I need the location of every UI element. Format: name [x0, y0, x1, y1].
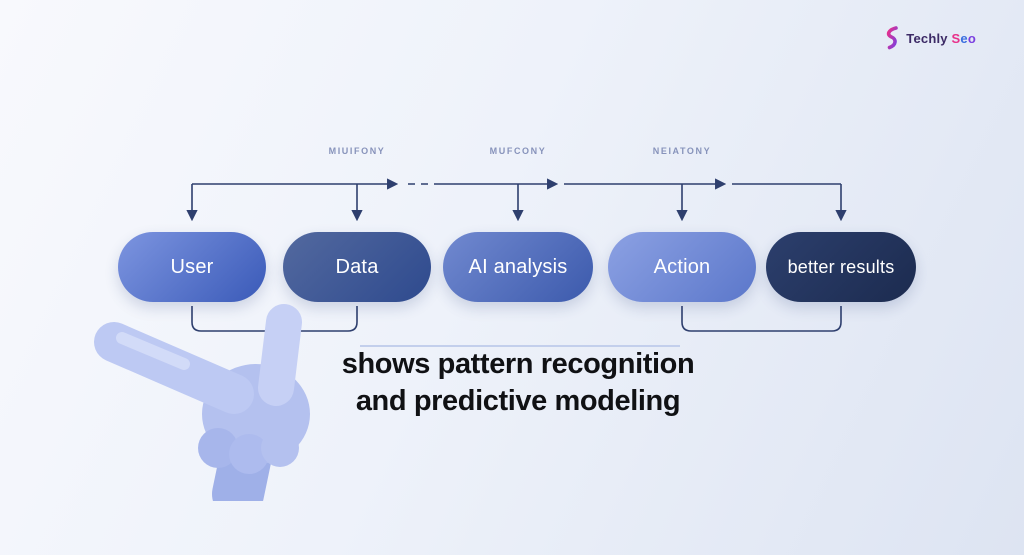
- caption-text: shows pattern recognition and predictive…: [342, 346, 695, 420]
- flow-pill-data-label: Data: [335, 255, 379, 278]
- logo-letter-o: o: [967, 30, 976, 46]
- logo-ribbon-icon: [887, 26, 899, 50]
- brand-logo: Techly Seo: [883, 26, 976, 50]
- arrow-label-2: MUFCONY: [489, 146, 547, 156]
- logo-letter-s: S: [951, 30, 961, 46]
- logo-brand-name: Techly: [906, 30, 948, 46]
- flow-pill-data: Data: [283, 232, 431, 302]
- caption-line-1: shows pattern recognition: [341, 348, 695, 380]
- bottom-bracket-right: [681, 306, 842, 332]
- pointing-hand-icon: [94, 304, 310, 501]
- flow-pill-action: Action: [608, 232, 756, 302]
- logo-text: Techly Seo: [906, 31, 976, 46]
- flow-pill-ai-analysis-label: AI analysis: [468, 255, 568, 278]
- flow-pill-better-results: better results: [766, 232, 916, 302]
- logo-letter-e: e: [960, 30, 968, 46]
- flow-pill-action-label: Action: [653, 255, 711, 278]
- arrow-label-1: MIUIFONY: [328, 146, 386, 156]
- bottom-bracket-left: [191, 306, 358, 332]
- flow-pill-user: User: [118, 232, 266, 302]
- arrow-label-3: NEIATONY: [652, 146, 712, 156]
- flow-pill-better-results-label: better results: [787, 256, 895, 277]
- flow-pill-user-label: User: [170, 255, 214, 278]
- flow-pill-ai-analysis: AI analysis: [443, 232, 593, 302]
- caption-line-2: and predictive modeling: [355, 385, 681, 417]
